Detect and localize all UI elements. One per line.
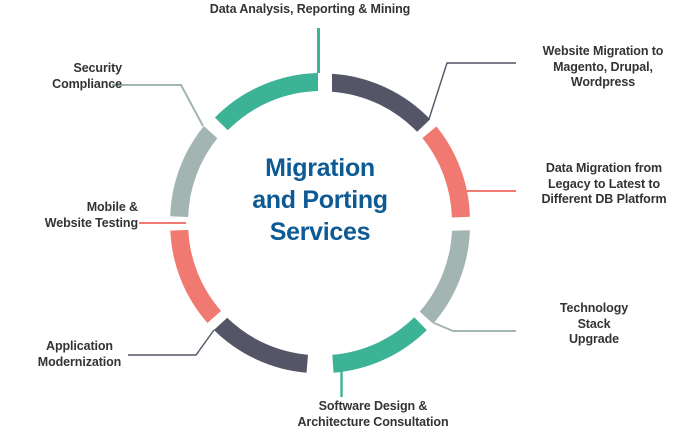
leader-app-modernization [128, 329, 215, 356]
callout-label-website-migration[interactable]: Website Migration to Magento, Drupal, Wo… [542, 44, 664, 89]
segment-security-compliance[interactable] [170, 126, 218, 217]
segment-technology-stack[interactable] [419, 230, 470, 324]
center-title: Migration and Porting Services [252, 154, 388, 246]
segment-mobile-testing[interactable] [170, 229, 221, 323]
callout-label-data-migration[interactable]: Data Migration from Legacy to Latest to … [541, 161, 667, 206]
segment-data-analysis[interactable] [214, 73, 318, 131]
callout-label-mobile-testing[interactable]: Mobile & Website Testing [44, 200, 138, 230]
segment-app-modernization[interactable] [213, 317, 308, 373]
callout-label-app-modernization[interactable]: Application Modernization [37, 339, 122, 369]
callout-label-technology-stack[interactable]: Technology Stack Upgrade [559, 301, 629, 346]
callout-label-software-design[interactable]: Software Design & Architecture Consultat… [297, 399, 449, 429]
leader-security-compliance [112, 84, 204, 127]
segment-software-design[interactable] [332, 317, 427, 373]
leader-website-migration [428, 62, 516, 120]
callout-label-data-analysis[interactable]: Data Analysis, Reporting & Mining [209, 2, 411, 16]
callout-label-security-compliance[interactable]: Security Compliance [52, 61, 122, 91]
segment-website-migration[interactable] [332, 73, 431, 132]
leader-technology-stack [433, 322, 516, 332]
segment-data-migration[interactable] [422, 126, 470, 218]
